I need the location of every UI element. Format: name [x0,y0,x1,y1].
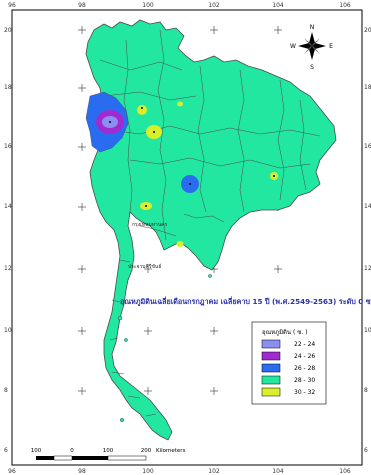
city-dot [145,205,147,207]
scale-bar: 100 0 100 200 Kilometers [31,448,186,461]
legend-item-22-24: 22 - 24 [261,339,315,349]
legend-title: อุณหภูมิดิน ( ซ. ) [262,329,307,336]
legend-label: 22 - 24 [294,341,315,348]
top-tick-98: 98 [78,2,86,9]
bottom-tick-106: 106 [339,468,351,475]
right-tick-16: 16 [364,143,371,150]
left-tick-12: 12 [4,265,12,272]
top-tick-96: 96 [8,2,16,9]
zone-30-32-north-3 [177,101,183,107]
scale-label-200: 200 [141,448,152,454]
bottom-tick-98: 98 [78,468,86,475]
right-tick-18: 18 [364,84,371,91]
right-axis-ticks: 20 18 16 14 12 10 8 6 [364,27,371,454]
compass-e: E [329,43,333,50]
right-tick-12: 12 [364,265,371,272]
bottom-tick-102: 102 [208,468,220,475]
city-dot [189,183,191,185]
thailand-land [85,19,337,441]
scale-label-100: 100 [103,448,114,454]
zone-30-32-north-1 [137,105,147,115]
legend-item-24-26: 24 - 26 [261,351,315,361]
compass-n: N [310,24,315,31]
city-dot [141,107,143,109]
legend: อุณหภูมิดิน ( ซ. ) 22 - 24 24 - 26 26 - … [251,321,327,405]
left-tick-6: 6 [4,447,8,454]
zone-30-32-east [176,241,184,247]
legend-label: 28 - 30 [294,377,315,384]
top-tick-102: 102 [208,2,220,9]
left-tick-8: 8 [4,387,8,394]
left-tick-20: 20 [4,27,12,34]
left-tick-18: 18 [4,84,12,91]
place-label-prachuap: ประจวบคีรีขันธ์ [128,263,161,270]
island [119,417,125,423]
legend-label: 30 - 32 [294,389,315,396]
legend-item-28-30: 28 - 30 [261,375,315,385]
right-tick-10: 10 [364,327,371,334]
left-tick-16: 16 [4,143,12,150]
top-tick-100: 100 [142,2,154,9]
right-tick-14: 14 [364,203,371,210]
scale-unit: Kilometers [156,448,186,454]
left-axis-ticks: 20 18 16 14 12 10 8 6 [4,27,12,454]
bottom-tick-104: 104 [272,468,284,475]
bottom-axis-ticks: 96 98 100 102 104 106 [8,468,351,475]
compass-s: S [310,64,314,71]
compass-rose-icon: N S W E [290,24,333,71]
top-axis-ticks: 96 98 100 102 104 106 [8,2,351,9]
city-dot [109,121,111,123]
map-title: อุณหภูมิดินเฉลี่ยเดือนกรกฎาคม เฉลี่ยคาบ … [120,296,371,307]
province-boundaries [99,29,321,417]
top-tick-104: 104 [272,2,284,9]
land-north-northeast-central [85,19,337,441]
city-dot [273,175,275,177]
right-tick-8: 8 [364,387,368,394]
right-tick-6: 6 [364,447,368,454]
left-tick-10: 10 [4,327,12,334]
left-tick-14: 14 [4,203,12,210]
legend-label: 24 - 26 [294,353,315,360]
scale-label-0: 0 [70,448,74,454]
city-dot [153,131,155,133]
legend-item-26-28: 26 - 28 [261,363,315,373]
island [208,274,212,278]
bottom-tick-96: 96 [8,468,16,475]
island [124,338,128,342]
place-label-bangkok: กรุงเทพมหานคร [132,222,168,228]
top-tick-106: 106 [339,2,351,9]
right-tick-20: 20 [364,27,371,34]
legend-item-30-32: 30 - 32 [261,387,315,397]
legend-label: 26 - 28 [294,365,315,372]
island [117,315,123,321]
compass-w: W [290,43,296,50]
scale-label-100-left: 100 [31,448,42,454]
city-markers [109,107,275,207]
bottom-tick-100: 100 [142,468,154,475]
